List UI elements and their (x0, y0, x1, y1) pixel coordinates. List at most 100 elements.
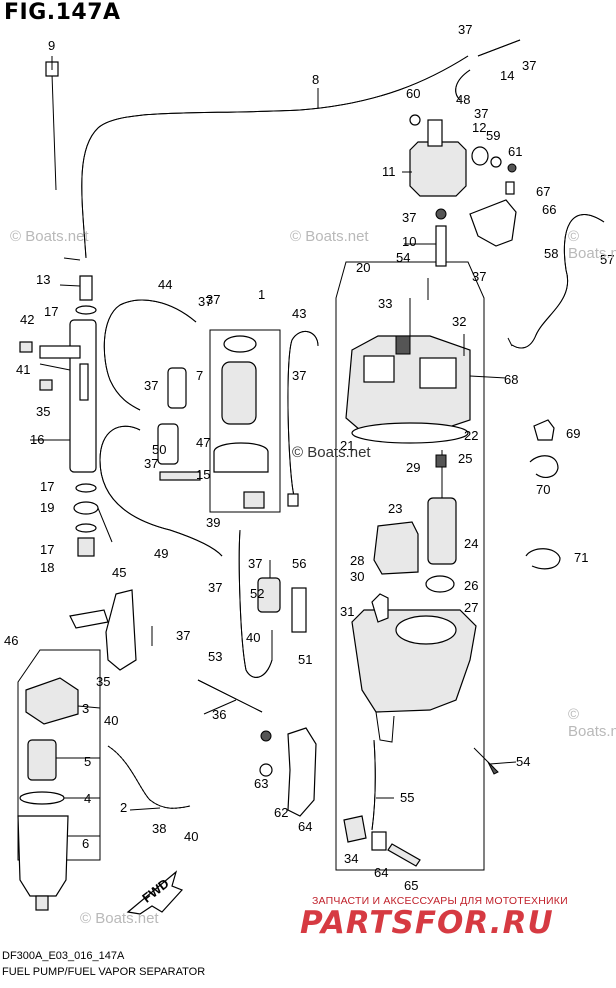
callout-20: 20 (356, 260, 370, 275)
pump-holder-26 (425, 575, 455, 593)
callout-58: 58 (544, 246, 558, 261)
callout-21: 21 (340, 438, 354, 453)
mount-34 (343, 815, 367, 843)
callout-17: 17 (40, 479, 54, 494)
watermark: © Boats.net (568, 228, 616, 262)
figure-title: FIG.147A (4, 0, 121, 25)
callout-37: 37 (144, 456, 158, 471)
bolt-65 (387, 843, 421, 867)
washer-17-a (75, 305, 97, 315)
callout-12: 12 (472, 120, 486, 135)
callout-37: 37 (472, 269, 486, 284)
callout-7: 7 (196, 368, 203, 383)
vapor-separator-outline (335, 261, 485, 871)
fitting-7 (167, 367, 187, 409)
leader-lines (30, 56, 517, 837)
callout-37: 37 (474, 106, 488, 121)
callout-37: 37 (206, 292, 220, 307)
callout-35: 35 (96, 674, 110, 689)
gasket-22 (351, 422, 469, 444)
callout-43: 43 (292, 306, 306, 321)
bolt-35-a (39, 379, 53, 391)
callout-23: 23 (388, 501, 402, 516)
washer-17-b (75, 483, 97, 493)
watermark: © Boats.net (80, 910, 159, 927)
callout-40: 40 (104, 713, 118, 728)
grommet-12 (471, 146, 489, 166)
callout-51: 51 (298, 652, 312, 667)
filter-52 (257, 577, 281, 613)
callout-6: 6 (82, 836, 89, 851)
callout-17: 17 (44, 304, 58, 319)
callout-37: 37 (458, 22, 472, 37)
callout-69: 69 (566, 426, 580, 441)
callout-65: 65 (404, 878, 418, 893)
callout-62: 62 (274, 805, 288, 820)
union-19 (73, 501, 99, 515)
callout-34: 34 (344, 851, 358, 866)
callout-49: 49 (154, 546, 168, 561)
callout-40: 40 (184, 829, 198, 844)
bolt-18 (77, 537, 95, 557)
filter-element-5 (27, 739, 57, 781)
callout-50: 50 (152, 442, 166, 457)
callout-28: 28 (350, 553, 364, 568)
callout-42: 42 (20, 312, 34, 327)
washer-17-c (75, 523, 97, 533)
bracket-45 (105, 589, 137, 671)
callout-37: 37 (402, 210, 416, 225)
callout-70: 70 (536, 482, 550, 497)
float-23 (373, 521, 419, 575)
o-ring-4 (19, 791, 65, 805)
callout-40: 40 (246, 630, 260, 645)
bracket-51 (291, 587, 307, 633)
hose-43 (287, 331, 319, 497)
callout-18: 18 (40, 560, 54, 575)
callout-53: 53 (208, 649, 222, 664)
clip-70 (529, 455, 559, 478)
callout-17: 17 (40, 542, 54, 557)
callout-37: 37 (198, 294, 212, 309)
bracket-66 (469, 199, 517, 247)
fuel-pump-24 (427, 497, 457, 565)
callout-57: 57 (600, 252, 614, 267)
brand-caption: ЗАПЧАСТИ И АКСЕССУАРЫ ДЛЯ МОТОТЕХНИКИ (312, 895, 568, 907)
watermark: © Boats.net (10, 228, 89, 245)
callout-11: 11 (382, 164, 396, 179)
watermark: © Boats.net (290, 228, 369, 245)
washer-59 (490, 156, 502, 168)
callout-24: 24 (464, 536, 478, 551)
pipe-10 (435, 225, 447, 267)
callout-48: 48 (456, 92, 470, 107)
figure-name: FUEL PUMP/FUEL VAPOR SEPARATOR (2, 966, 206, 978)
callout-59: 59 (486, 128, 500, 143)
fitting-47 (157, 423, 179, 465)
washer-63 (259, 763, 273, 777)
callout-64: 64 (374, 865, 388, 880)
bolt-50 (159, 471, 201, 481)
fitting-13 (79, 275, 93, 301)
fwd-arrow: FWD (126, 870, 184, 915)
brand-logo: PARTSFOR.RU (300, 905, 554, 941)
clip-71 (525, 548, 561, 570)
callout-2: 2 (120, 800, 127, 815)
callout-61: 61 (508, 144, 522, 159)
callout-54: 54 (516, 754, 530, 769)
callout-54: 54 (396, 250, 410, 265)
callout-35: 35 (36, 404, 50, 419)
bolt-67 (505, 181, 515, 195)
callout-63: 63 (254, 776, 268, 791)
callout-37: 37 (144, 378, 158, 393)
callout-33: 33 (378, 296, 392, 311)
bolt-37 (260, 730, 272, 742)
callout-13: 13 (36, 272, 50, 287)
callout-5: 5 (84, 754, 91, 769)
callout-67: 67 (536, 184, 550, 199)
bracket-62 (287, 727, 317, 817)
bolt-42 (19, 341, 33, 353)
callout-29: 29 (406, 460, 420, 475)
callout-3: 3 (82, 701, 89, 716)
filter-bowl-6 (17, 815, 69, 897)
